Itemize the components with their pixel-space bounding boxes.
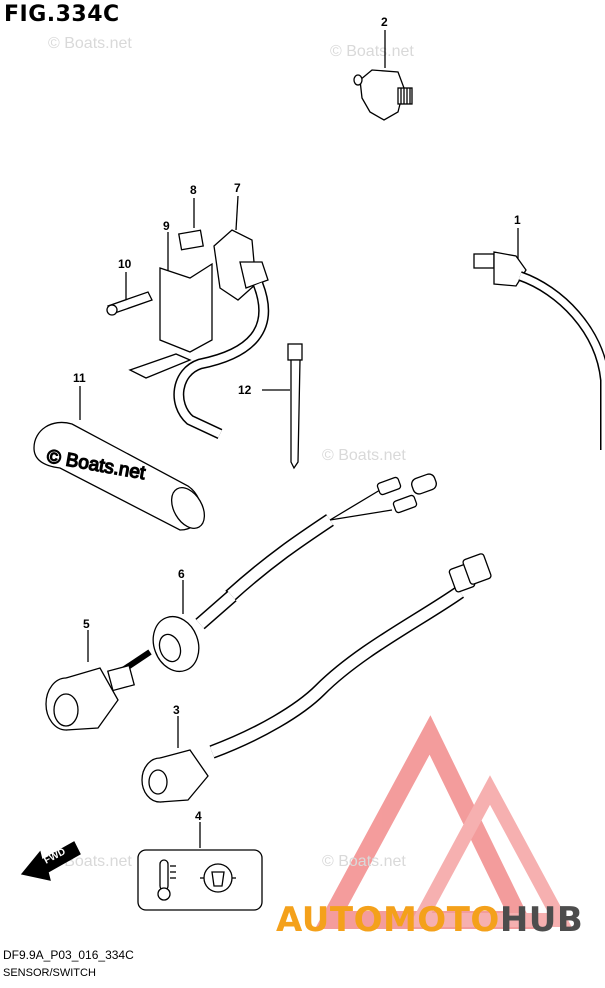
part-6-grommet [118,580,200,675]
brand-wordmark: AUTOMOTOHUB [276,900,583,940]
callout-6: 6 [178,567,185,581]
callout-1: 1 [514,213,521,227]
watermark-2: © Boats.net [330,43,414,60]
brand-part-2: HUB [499,900,584,940]
part-4-decal [137,822,263,911]
thermometer-icon [157,859,176,901]
part-12-cable-tie [262,343,303,470]
callout-2: 2 [381,15,388,29]
callout-8: 8 [190,183,197,197]
part-7-9-bracket [106,195,270,439]
figure-code: DF9.9A_P03_016_334C [3,948,134,962]
callout-12: 12 [238,383,252,397]
brand-logo-mark [314,715,572,929]
part-1-sensor [473,228,605,450]
watermark-3: © Boats.net [322,447,406,464]
part-5-button-switch [45,630,136,731]
harness-upper [195,473,437,630]
callout-5: 5 [83,617,90,631]
harness-lower [209,553,492,759]
callout-9: 9 [163,219,170,233]
callouts: 2 1 8 7 9 10 12 11 6 5 3 4 [73,15,521,823]
callout-7: 7 [234,181,241,195]
oil-can-icon [200,863,236,893]
part-3-plug [141,716,209,803]
part-2-switch [353,30,413,121]
callout-4: 4 [195,809,202,823]
watermark-1: © Boats.net [48,35,132,52]
watermarks: © Boats.net © Boats.net © Boats.net © Bo… [48,35,414,870]
figure-title: FIG.334C [4,2,120,27]
callout-10: 10 [118,257,132,271]
callout-3: 3 [173,703,180,717]
watermark-5: © Boats.net [322,853,406,870]
brand-part-1: AUTOMOTO [276,900,500,940]
callout-11: 11 [73,371,86,385]
figure-caption: SENSOR/SWITCH [3,967,96,979]
